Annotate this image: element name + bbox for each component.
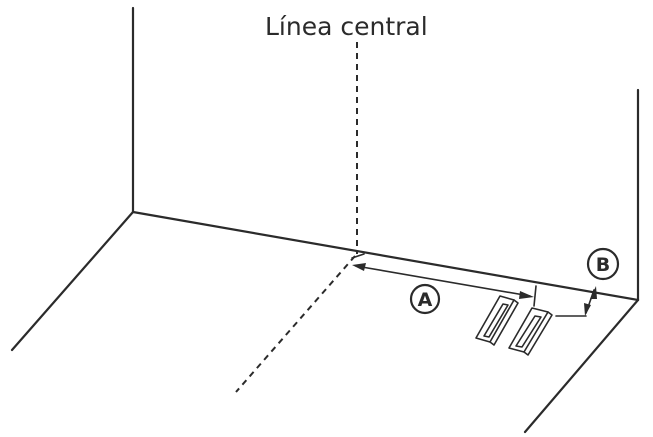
bracket-right bbox=[508, 307, 553, 356]
marker-b-label: B bbox=[596, 254, 610, 276]
marker-a-label: A bbox=[418, 289, 433, 311]
centerline: Línea central bbox=[235, 12, 428, 393]
bracket-right-edge bbox=[523, 311, 553, 356]
dimension-a-arrow-start bbox=[352, 263, 366, 271]
right-floor-edge bbox=[523, 298, 640, 434]
bracket-left-slot bbox=[483, 303, 509, 338]
bracket-right-slot bbox=[515, 315, 542, 348]
dimension-a-start-tick bbox=[351, 253, 365, 259]
dimension-a: A bbox=[351, 253, 537, 315]
bracket-left bbox=[475, 295, 519, 346]
bracket-left-edge bbox=[489, 299, 519, 346]
dimension-b: B bbox=[555, 247, 620, 317]
marker-a-circle bbox=[409, 283, 441, 315]
room-outline bbox=[10, 6, 640, 434]
dimension-a-arrow-end bbox=[519, 291, 534, 299]
dimension-a-line bbox=[355, 265, 531, 297]
marker-b-circle bbox=[586, 247, 620, 281]
dimension-a-end-tick bbox=[533, 285, 537, 307]
centerline-label: Línea central bbox=[265, 12, 428, 41]
dimension-b-arrow-top bbox=[590, 286, 597, 299]
back-wall-floor-edge bbox=[131, 210, 640, 302]
dimension-b-arrow-bottom bbox=[584, 303, 591, 316]
centerline-floor-segment bbox=[235, 255, 356, 393]
left-floor-edge bbox=[10, 210, 135, 352]
mounting-brackets bbox=[475, 295, 553, 356]
